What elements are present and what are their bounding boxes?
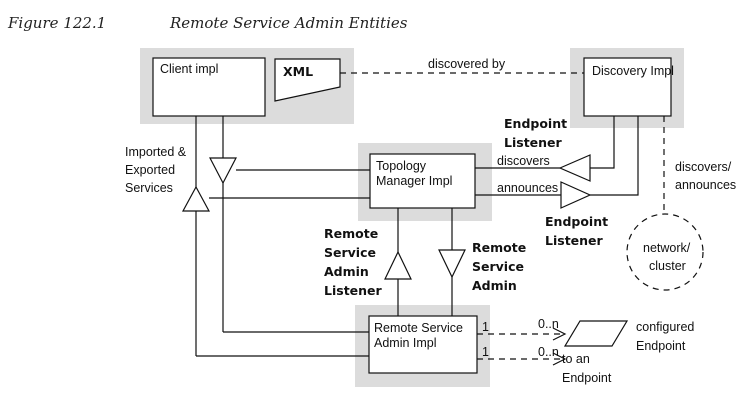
rsa-label-1: Remote Service <box>374 321 463 335</box>
client-impl-label: Client impl <box>160 62 218 76</box>
multiplicity-0n-top: 0..n <box>538 317 559 331</box>
multiplicity-1-bottom: 1 <box>482 345 489 359</box>
export-service-triangle <box>181 185 211 212</box>
figure-title: Remote Service Admin Entities <box>169 14 408 32</box>
figure-number: Figure 122.1 <box>7 14 106 32</box>
imported-label-3: Services <box>125 181 173 195</box>
network-label-1: network/ <box>643 241 691 255</box>
announces-label: announces <box>497 181 558 195</box>
xml-label: XML <box>283 64 313 79</box>
discovers-label: discovers <box>497 154 550 168</box>
configured-endpoint-parallelogram <box>563 320 629 347</box>
client-impl-box <box>152 57 266 117</box>
configured-label-1: configured <box>636 320 694 334</box>
imported-label-2: Exported <box>125 163 175 177</box>
topology-manager-box <box>369 153 476 209</box>
rsa-service-triangle <box>438 249 466 279</box>
rsa-listener-label-2: Service <box>324 245 376 260</box>
multiplicity-1-top: 1 <box>482 320 489 334</box>
network-cluster-circle <box>626 213 704 291</box>
rsa-listener-label-3: Admin <box>324 264 369 279</box>
to-an-label-1: to an <box>562 352 590 366</box>
discovered-by-label: discovered by <box>428 57 506 71</box>
imported-label-1: Imported & <box>125 145 187 159</box>
endpoint-listener-bottom-1: Endpoint <box>545 214 608 229</box>
endpoint-listener-top-1: Endpoint <box>504 116 567 131</box>
topology-label-1: Topology <box>376 159 427 173</box>
endpoint-listener-announces-triangle <box>560 181 592 209</box>
rsa-listener-label-4: Listener <box>324 283 383 298</box>
discovers-announces-2: announces <box>675 178 736 192</box>
to-an-arrowhead <box>552 352 567 366</box>
rsa-service-label-2: Service <box>472 259 524 274</box>
rsa-service-label-3: Admin <box>472 278 517 293</box>
multiplicity-0n-bottom: 0..n <box>538 345 559 359</box>
announces-to-discovery-line <box>590 116 639 196</box>
discovery-impl-box <box>583 57 672 117</box>
rsa-listener-label-1: Remote <box>324 226 378 241</box>
discovery-impl-label: Discovery Impl <box>592 64 674 78</box>
rsa-impl-box <box>368 315 478 374</box>
endpoint-listener-top-2: Listener <box>504 135 563 150</box>
rsa-label-2: Admin Impl <box>374 336 437 350</box>
rsa-service-label-1: Remote <box>472 240 526 255</box>
configured-arrowhead <box>552 327 567 341</box>
endpoint-listener-discovers-triangle <box>558 154 591 182</box>
discovers-to-discovery-line <box>590 116 615 169</box>
xml-document-shape <box>274 58 341 102</box>
configured-label-2: Endpoint <box>636 339 686 353</box>
import-service-triangle <box>209 157 237 185</box>
discovers-announces-1: discovers/ <box>675 160 732 174</box>
rsa-listener-triangle <box>384 250 412 280</box>
topology-label-2: Manager Impl <box>376 174 452 188</box>
network-label-2: cluster <box>649 259 686 273</box>
endpoint-listener-bottom-2: Listener <box>545 233 604 248</box>
to-an-label-2: Endpoint <box>562 371 612 385</box>
